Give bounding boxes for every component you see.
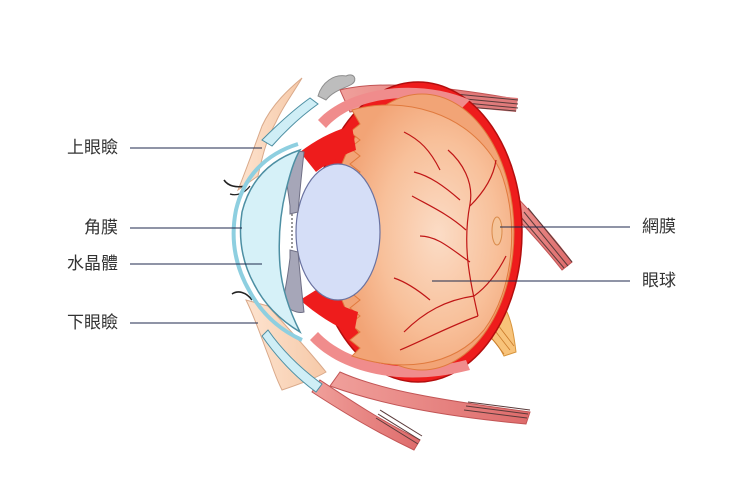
fovea [491,216,503,246]
ciliary-body-lower [300,290,358,334]
oblique-muscle [311,379,421,451]
label-upper-eyelid: 上眼瞼 [67,138,118,158]
cornea-outer [231,142,303,342]
lens [295,163,381,301]
cornea-band-upper [261,97,319,147]
inferior-muscle [329,371,531,425]
label-aqueous-humor: 水晶體 [67,254,118,274]
lower-eyelid-skin [245,299,327,391]
inferior-muscle-fibers [463,401,531,419]
label-eyeball: 眼球 [642,271,676,291]
cornea [239,148,302,334]
iris-lower [281,249,305,313]
top-tissue [317,74,356,101]
label-cornea: 角膜 [84,218,118,238]
label-retina: 網膜 [642,217,676,237]
leader-lines [130,147,630,324]
lateral-muscle-fibers [519,207,573,269]
cornea-band-lower [261,329,323,393]
lower-eyelash [231,291,253,301]
oblique-muscle-fibers [375,409,423,445]
blood-vessels [393,131,507,351]
label-lower-eyelid: 下眼瞼 [67,313,118,333]
ciliary-body-upper [300,126,356,172]
